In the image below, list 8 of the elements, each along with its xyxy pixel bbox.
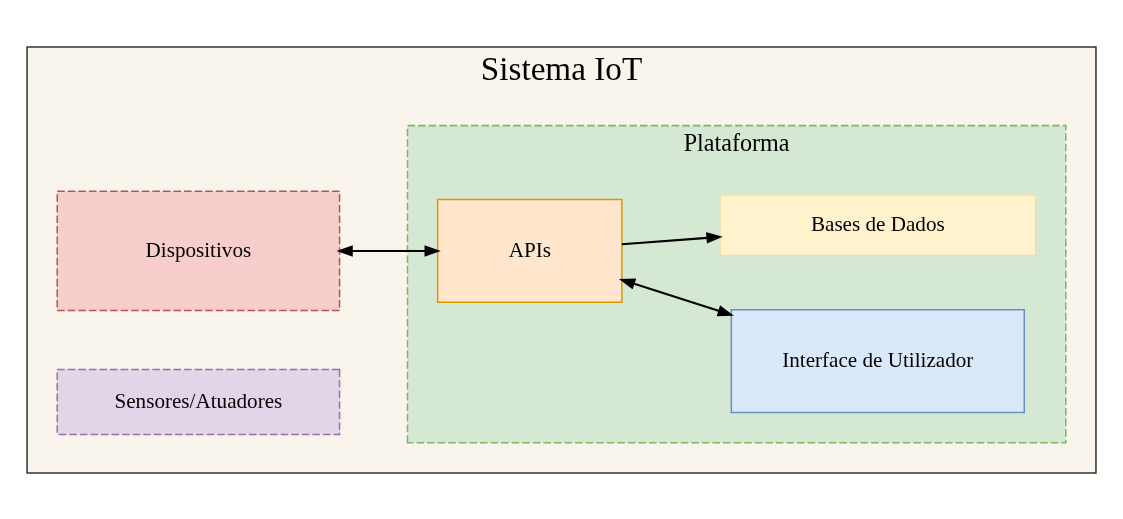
- arrow: [618, 277, 734, 316]
- node-box: Dispositivos: [56, 190, 341, 311]
- node-box: Bases de Dados: [719, 193, 1037, 256]
- node-box: Interface de Utilizador: [730, 308, 1025, 413]
- arrow: [336, 244, 441, 257]
- arrow: [621, 231, 723, 245]
- node-box: APIs: [436, 198, 623, 303]
- node-box: Sensores/Atuadores: [56, 368, 341, 435]
